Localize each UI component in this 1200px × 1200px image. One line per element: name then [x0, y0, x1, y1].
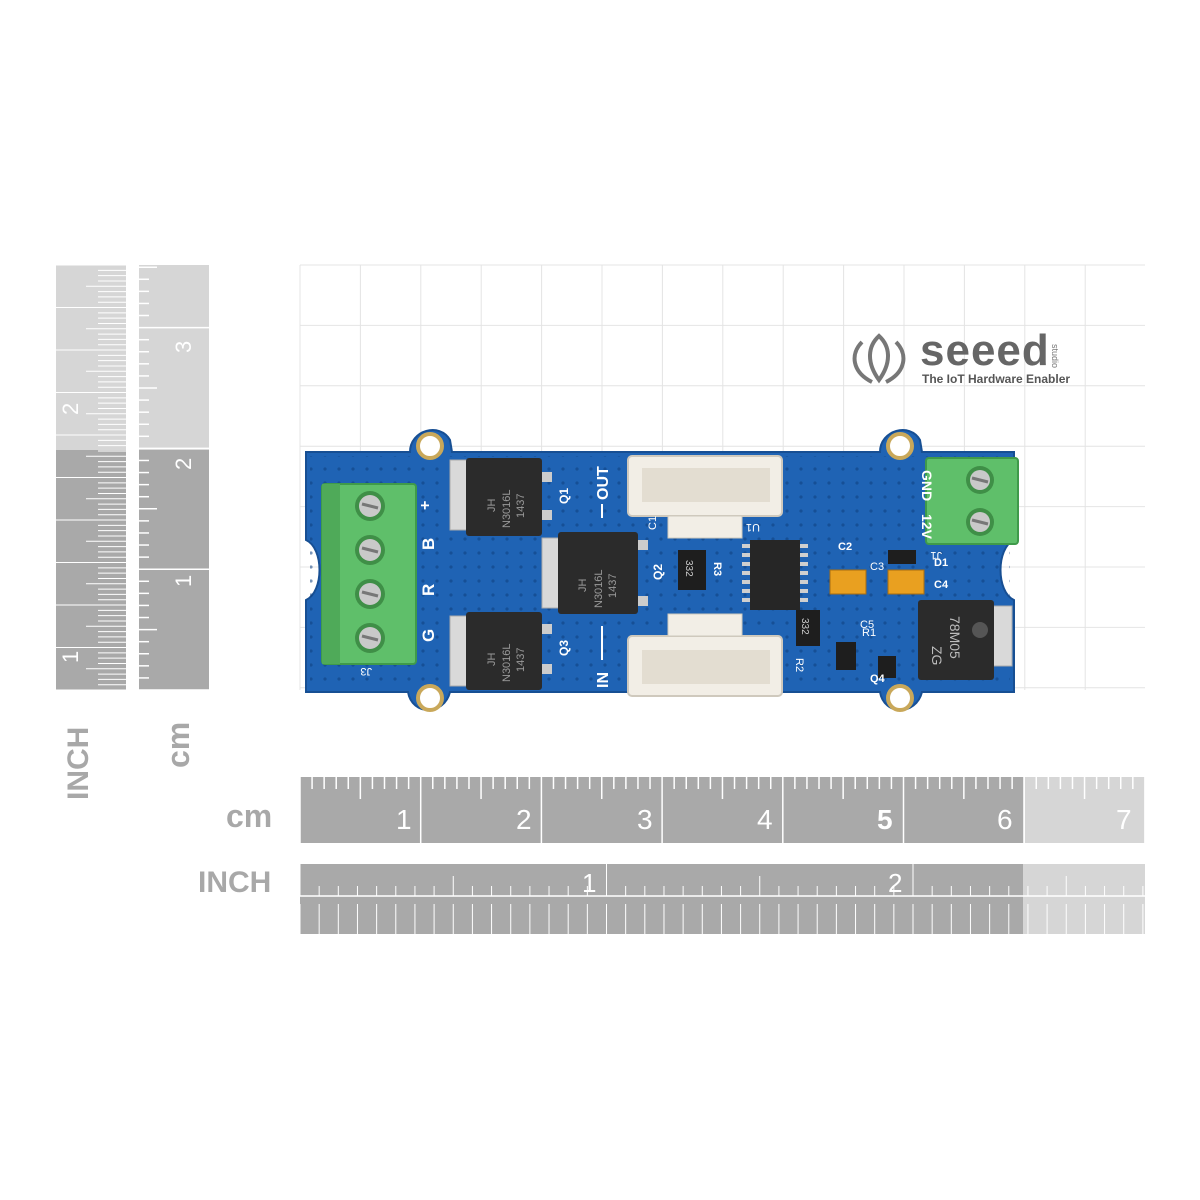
silk-b: B — [419, 538, 438, 550]
brand-subname: studio — [1050, 344, 1060, 369]
silk-j1: J1 — [930, 549, 942, 561]
silk-d1: D1 — [934, 557, 948, 569]
mosfet-q3: JH N3016L 1437 — [449, 612, 552, 690]
svg-text:N3016L: N3016L — [593, 569, 605, 608]
svg-text:1437: 1437 — [515, 648, 527, 672]
bottom-cm-ruler: 1 2 3 4 5 6 7 — [300, 777, 1145, 843]
left-cm-number-3: 3 — [171, 341, 196, 353]
bottom-cm-number-4: 4 — [757, 804, 773, 835]
resistor-r2 — [796, 610, 820, 646]
brand-logo: seeed studio The IoT Hardware Enabler — [846, 326, 1086, 390]
silk-332b: 332 — [799, 618, 810, 635]
silk-out: OUT — [595, 466, 612, 500]
svg-text:JH: JH — [486, 653, 498, 667]
transistor-q4 — [878, 656, 896, 678]
silk-g: G — [419, 629, 438, 642]
left-cm-label: cm — [160, 721, 196, 768]
silk-q2: Q2 — [651, 564, 665, 580]
left-inch-label: INCH — [62, 726, 95, 800]
bottom-cm-number-1: 1 — [396, 804, 412, 835]
silk-j3: J3 — [360, 665, 372, 677]
svg-text:JH: JH — [577, 579, 589, 593]
silk-r3: R3 — [711, 562, 723, 576]
svg-text:N3016L: N3016L — [501, 643, 513, 682]
mount-hole-top-right — [886, 432, 914, 460]
bottom-inch-label: INCH — [198, 866, 272, 899]
mosfet-q2: JH N3016L 1437 — [541, 532, 648, 614]
left-cm-number-1: 1 — [171, 575, 196, 587]
ic-u1 — [742, 540, 808, 610]
seeed-flame-icon — [852, 333, 906, 384]
silk-r2: R2 — [793, 658, 805, 672]
terminal-block-rgb — [321, 483, 417, 665]
bottom-inch-number-1: 1 — [582, 868, 596, 898]
grove-connector-in — [627, 613, 783, 697]
mount-hole-bottom-left — [416, 684, 444, 712]
silk-c1: C1 — [647, 516, 659, 530]
svg-text:1437: 1437 — [515, 494, 527, 518]
silk-c3: C3 — [870, 561, 884, 573]
resistor-r1 — [836, 642, 856, 670]
resistor-r3 — [678, 550, 706, 590]
silk-u1: U1 — [746, 521, 760, 533]
cap-c2 — [829, 569, 867, 595]
brand-name: seeed — [920, 326, 1050, 375]
regulator-78m05: 78M05 ZG — [918, 600, 1013, 680]
silk-12v: 12V — [919, 514, 935, 540]
svg-text:N3016L: N3016L — [501, 489, 513, 528]
cap-c4 — [887, 569, 925, 595]
left-cm-ruler: 1 2 3 — [139, 265, 209, 690]
silk-332a: 332 — [683, 560, 694, 577]
left-inch-ruler: 1 2 — [56, 265, 126, 690]
bottom-inch-number-2: 2 — [888, 868, 902, 898]
svg-text:ZG: ZG — [929, 646, 945, 665]
silk-c2: C2 — [838, 541, 852, 553]
pcb-board: + B R G J3 JH N3016L 1437 Q1 JH N3016L 1… — [305, 429, 1019, 712]
silk-in: IN — [595, 672, 612, 688]
silk-q3: Q3 — [557, 640, 571, 656]
svg-text:JH: JH — [486, 499, 498, 513]
bottom-inch-ruler: 1 2 — [300, 864, 1145, 934]
bottom-cm-number-7: 7 — [1116, 804, 1132, 835]
mount-hole-top-left — [416, 432, 444, 460]
bottom-cm-number-6: 6 — [997, 804, 1013, 835]
silk-c4: C4 — [934, 579, 949, 591]
bottom-cm-number-2: 2 — [516, 804, 532, 835]
grove-connector-out — [627, 455, 783, 539]
diode-d1 — [888, 550, 916, 564]
mosfet-q1: JH N3016L 1437 — [449, 458, 552, 536]
silk-gnd: GND — [919, 470, 935, 501]
silk-r1: R1 — [862, 627, 876, 639]
silk-q1: Q1 — [557, 488, 571, 504]
left-inch-number-1: 1 — [58, 651, 83, 663]
silk-q4: Q4 — [870, 673, 886, 685]
bottom-cm-number-3: 3 — [637, 804, 653, 835]
brand-tagline: The IoT Hardware Enabler — [922, 372, 1071, 386]
silk-c5: C5 — [860, 619, 874, 631]
silk-r: R — [419, 584, 438, 596]
terminal-block-power — [925, 457, 1019, 545]
silk-plus: + — [417, 501, 434, 510]
bottom-cm-label: cm — [226, 798, 273, 834]
svg-text:78M05: 78M05 — [947, 616, 963, 659]
left-cm-number-2: 2 — [171, 458, 196, 470]
left-inch-number-2: 2 — [58, 403, 83, 415]
mount-hole-bottom-right — [886, 684, 914, 712]
bottom-cm-number-5: 5 — [877, 804, 893, 835]
svg-text:1437: 1437 — [607, 574, 619, 598]
